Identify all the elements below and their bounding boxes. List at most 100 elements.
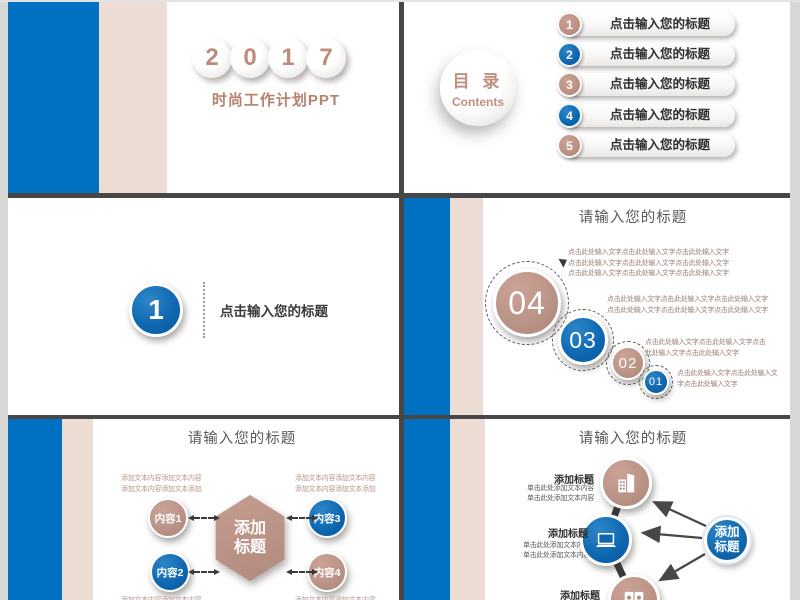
hex-blue-bar [8, 419, 62, 600]
slide-toc[interactable]: 目 录 Contents 1 点击输入您的标题 2 点击输入您的标题 3 点击输… [404, 0, 790, 193]
cover-blue-bar [8, 0, 99, 193]
node-3-title: 添加标题 [560, 591, 600, 600]
step-circle-03: 03 [558, 315, 608, 365]
top-edge-line [0, 0, 800, 2]
toc-number-badge: 2 [557, 42, 582, 67]
node-2-title: 添加标题 [548, 529, 588, 540]
text-line: 添加文本内容添加文本内容 [121, 595, 211, 600]
step-04-text: 点击此处输入文字点击此处输入文字点击此处输入文字 点击此处输入文字点击此处输入文… [568, 248, 733, 280]
digit-circle: 2 [192, 38, 232, 78]
hub-label-line: 标题 [714, 540, 740, 554]
content-label: 内容2 [156, 566, 184, 579]
step-number: 04 [508, 284, 546, 321]
digit: 7 [319, 44, 333, 71]
steps-blue-bar [404, 198, 450, 415]
content-label: 内容1 [154, 512, 182, 525]
toc-pill [563, 134, 735, 157]
arrowhead-icon [312, 569, 318, 575]
year-digits: 2 0 1 7 [192, 38, 346, 78]
slide-org[interactable]: 请输入您的标题 [404, 419, 790, 600]
laptop-icon [596, 533, 616, 547]
section-number: 1 [148, 294, 164, 325]
hex-note-bottomleft: 添加文本内容添加文本内容 [121, 595, 211, 600]
grid-divider-horizontal-1 [8, 193, 790, 198]
arrowhead-icon [214, 515, 220, 521]
slide-title: 请输入您的标题 [187, 431, 297, 447]
node-2-text: 单击此处添加文本内容 单击此处添加文本内容 [504, 541, 590, 561]
step-number: 03 [569, 326, 597, 353]
step-number: 01 [648, 376, 664, 388]
toc-number-badge: 3 [557, 72, 582, 97]
dashed-arrow [286, 569, 318, 575]
toc-item-label: 点击输入您的标题 [609, 77, 710, 91]
grid-divider-horizontal-2 [8, 415, 790, 419]
hub-circle: 添加 标题 [704, 517, 750, 563]
connector-arrows-graphic [602, 481, 707, 600]
dashed-ring [552, 309, 614, 371]
text-line: 点击此处输入文字点击此处输入文字点击此处输入文字 [568, 270, 729, 277]
dashed-arrow [188, 569, 220, 575]
node-circle-1 [600, 457, 652, 509]
hex-note-topright: 添加文本内容添加文本内容 添加文本内容添加文本添加 [295, 473, 385, 495]
slide-steps[interactable]: 请输入您的标题 04 03 02 01 点击此处输入文字点击此处输入文字点击此处… [404, 198, 790, 415]
toc-item-label: 点击输入您的标题 [609, 108, 710, 122]
text-line: 添加文本内容添加文本内容 [121, 475, 202, 482]
toc-item: 2 点击输入您的标题 [557, 42, 747, 67]
digit-circle: 0 [230, 38, 270, 78]
toc-item-label: 点击输入您的标题 [609, 47, 710, 61]
step-01-text: 点击此处输入文字点击此处输入文 字点击此处输入文字 [677, 369, 782, 390]
step-02-text: 点击此处输入文字点击此处输入文字点击 此处输入文字点击此处输入文字 [645, 338, 775, 359]
steps-beige-bar [450, 198, 483, 415]
node-circle-2 [580, 514, 632, 566]
text-line: 单击此处添加文本内容 [527, 485, 594, 492]
node-1-title: 添加标题 [554, 475, 594, 486]
cover-beige-bar [99, 0, 167, 193]
text-line: 单击此处添加文本内容 [523, 542, 590, 549]
toc-badge: 目 录 Contents [440, 50, 516, 126]
dashed-arrow [188, 515, 220, 521]
dashed-ring [639, 365, 673, 399]
text-line: 字点击此处输入文字 [677, 380, 738, 388]
step-number: 02 [618, 354, 638, 372]
digit: 0 [243, 44, 257, 71]
hub-label-line: 添加 [714, 525, 740, 539]
content-circle-2: 内容2 [150, 552, 190, 592]
step-circle-01: 01 [643, 369, 669, 395]
text-line: 点击此处输入文字点击此处输入文字点击 [645, 339, 766, 346]
text-line: 点击此处输入文字点击此处输入文字点击此处输入文字 [568, 259, 729, 267]
text-line: 单击此处添加文本内容 [527, 495, 594, 502]
section-number-badge: 1 [129, 283, 183, 337]
toc-pill [563, 43, 735, 66]
content-label: 内容3 [313, 512, 341, 525]
hex-beige-bar [62, 419, 93, 600]
arrowhead-icon [188, 569, 194, 575]
step-03-text: 点击此处输入文字点击此处输入文字点击此处输入文字 点击此处输入文字点击此处输入文… [607, 295, 772, 316]
text-line: 点击此处输入文字点击此处输入文字点击此处输入文字 [607, 296, 768, 303]
dashed-ring [485, 261, 569, 345]
text-line: 添加文本内容添加文本内容 [295, 475, 376, 482]
toc-pill [563, 73, 735, 96]
text-line: 点击此处输入文字点击此处输入文字点击此处输入文字 [568, 249, 729, 256]
slide-hexagon[interactable]: 请输入您的标题 添加文本内容添加文本内容 添加文本内容添加文本添加 添加文本内容… [8, 419, 399, 600]
step-circle-02: 02 [611, 346, 645, 380]
slide-cover[interactable]: 2 0 1 7 时尚工作计划PPT [8, 0, 399, 193]
text-line: 此处输入文字点击此处输入文字 [645, 349, 739, 357]
digit-circle: 7 [306, 38, 346, 78]
building-icon [618, 473, 635, 493]
arrowhead-icon [312, 515, 318, 521]
toc-number-badge: 1 [557, 12, 582, 37]
content-circle-1: 内容1 [148, 498, 188, 538]
hexagon-label-line: 添加 [233, 520, 266, 537]
section-label: 点击输入您的标题 [220, 304, 328, 319]
arrowhead-icon [188, 515, 194, 521]
arrowhead-icon [286, 569, 292, 575]
digit: 1 [281, 44, 295, 71]
toc-item: 5 点击输入您的标题 [557, 133, 747, 158]
slide-section[interactable]: 1 点击输入您的标题 [8, 198, 399, 415]
dotted-divider [203, 282, 205, 338]
node-1-text: 单击此处添加文本内容 单击此处添加文本内容 [508, 484, 594, 504]
content-label: 内容4 [313, 566, 341, 579]
text-line: 添加文本内容添加文本内容 [295, 595, 385, 600]
toc-title: 目 录 [452, 72, 504, 91]
